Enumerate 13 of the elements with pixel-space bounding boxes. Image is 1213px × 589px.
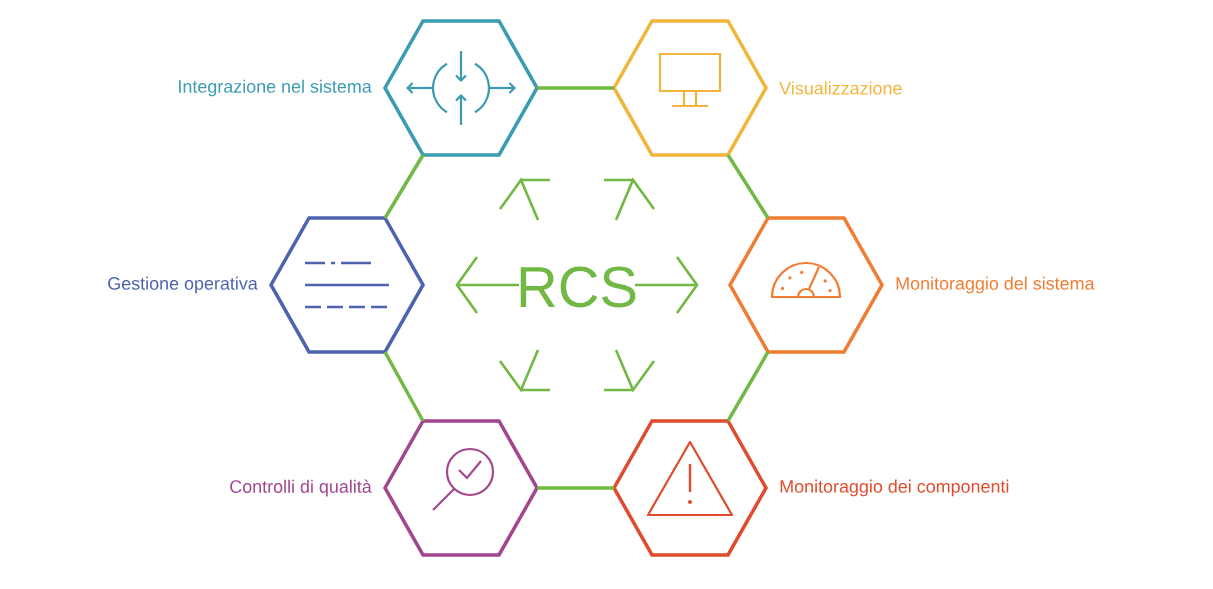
connector-line: [383, 154, 425, 219]
hexagon-label: Monitoraggio dei componenti: [780, 479, 1009, 497]
connector-line: [383, 351, 425, 422]
hexagon-label: Integrazione nel sistema: [179, 79, 372, 97]
hexagon-label: Monitoraggio del sistema: [896, 276, 1095, 294]
connector-line: [537, 86, 614, 90]
connector-line: [726, 154, 770, 219]
connector-line: [537, 486, 614, 490]
hexagon-label: Gestione operativa: [108, 276, 258, 294]
hexagon-label: Visualizzazione: [779, 81, 902, 95]
center-title: RCS: [520, 266, 636, 308]
hexagon-label: Controlli di qualità: [230, 479, 372, 497]
connector-line: [726, 351, 770, 422]
